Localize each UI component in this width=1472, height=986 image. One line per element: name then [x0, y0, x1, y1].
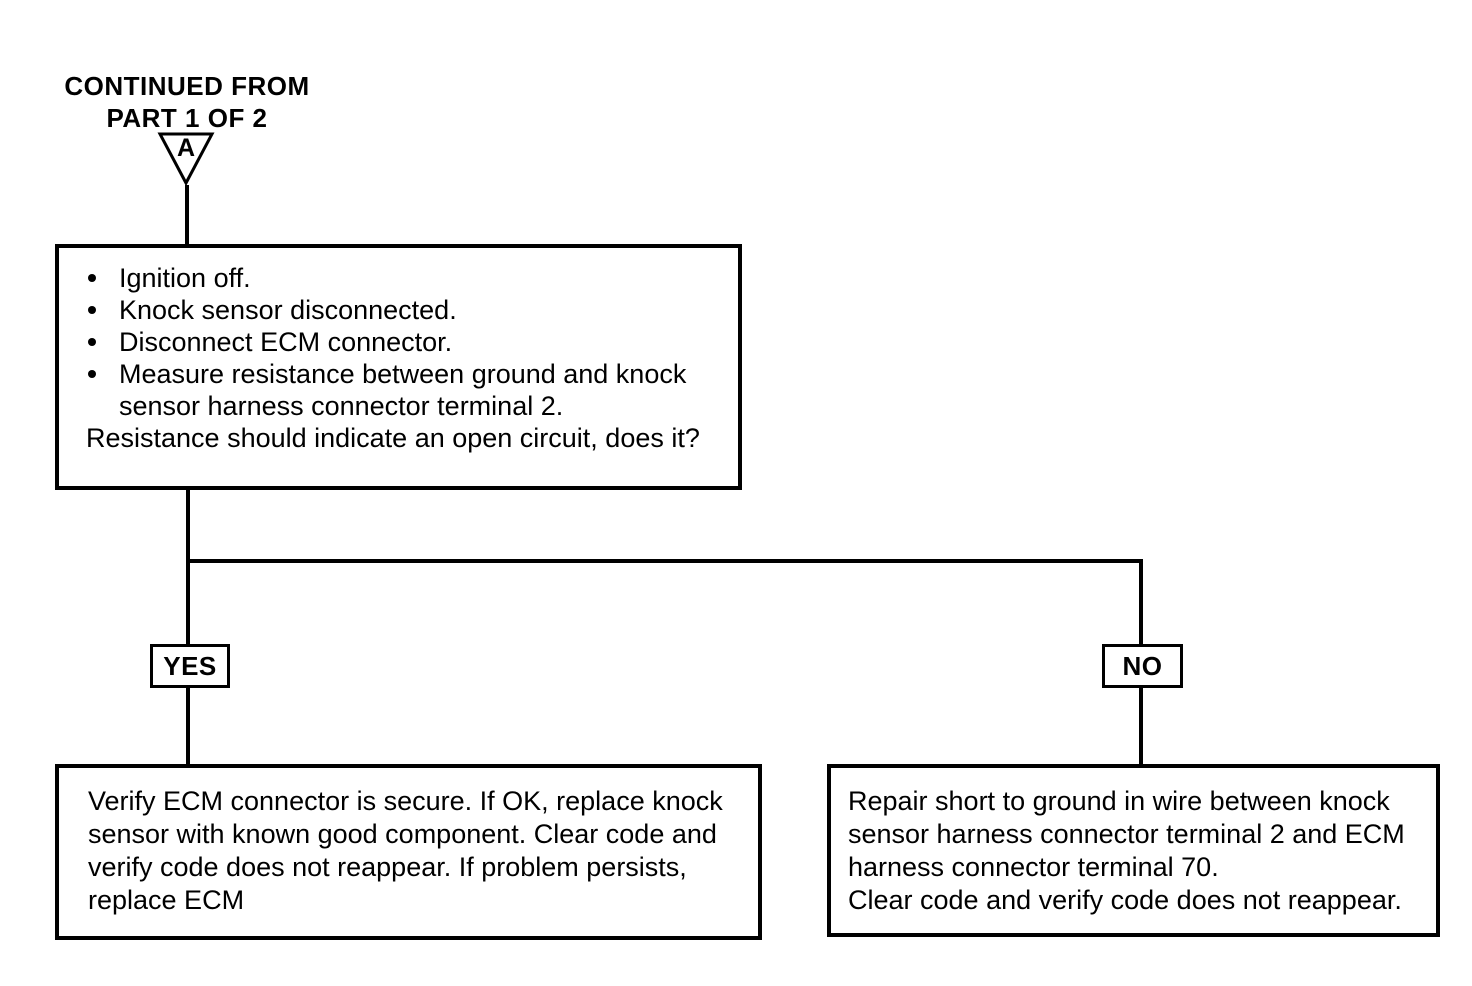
decision-bullet-item: Disconnect ECM connector.	[86, 326, 719, 358]
no-branch-label: NO	[1102, 644, 1183, 688]
yes-outcome-text: Verify ECM connector is secure. If OK, r…	[88, 786, 723, 915]
continuation-title: CONTINUED FROM PART 1 OF 2	[52, 70, 322, 134]
connector-line-decision-down	[186, 490, 190, 563]
decision-bullet-item: Ignition off.	[86, 262, 719, 294]
connector-line-yes-down	[186, 559, 190, 644]
connector-triangle-icon	[157, 131, 215, 187]
decision-question: Resistance should indicate an open circu…	[86, 423, 700, 453]
no-outcome-paragraph: Clear code and verify code does not reap…	[848, 885, 1402, 915]
no-outcome-box: Repair short to ground in wire between k…	[827, 764, 1440, 937]
decision-bullet-item: Measure resistance between ground and kn…	[86, 358, 719, 422]
connector-line-yes-to-outcome	[186, 688, 190, 764]
yes-outcome-box: Verify ECM connector is secure. If OK, r…	[55, 764, 762, 940]
connector-line-no-to-outcome	[1139, 688, 1143, 764]
yes-branch-label: YES	[150, 644, 230, 688]
decision-bullet-list: Ignition off. Knock sensor disconnected.…	[86, 262, 728, 422]
continuation-title-line1: CONTINUED FROM	[64, 71, 310, 101]
no-outcome-paragraph: Repair short to ground in wire between k…	[848, 786, 1405, 882]
decision-box: Ignition off. Knock sensor disconnected.…	[55, 244, 742, 490]
connector-line-branch-horizontal	[186, 559, 1143, 563]
continuation-title-line2: PART 1 OF 2	[106, 103, 268, 133]
connector-label: A	[176, 134, 196, 162]
triangle-outline-icon	[157, 132, 215, 187]
connector-line-no-down	[1139, 559, 1143, 644]
decision-bullet-item: Knock sensor disconnected.	[86, 294, 719, 326]
connector-line-triangle-to-decision	[185, 185, 189, 245]
